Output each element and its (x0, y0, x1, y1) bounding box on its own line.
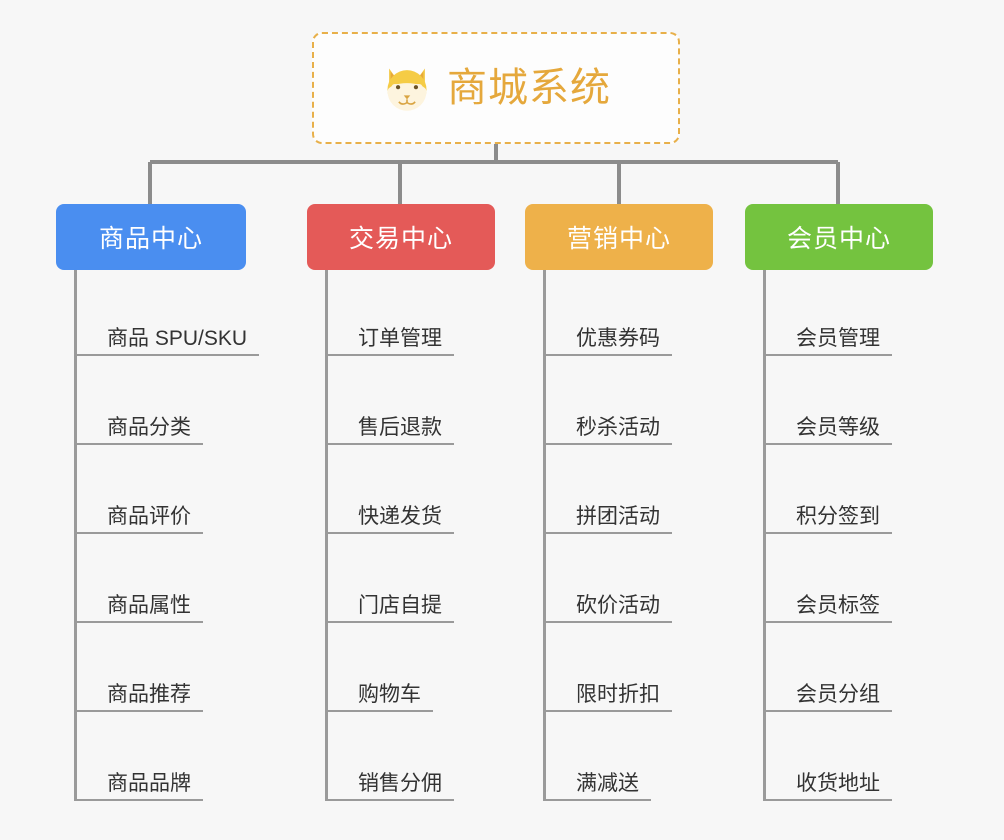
leaf-item-label: 积分签到 (796, 504, 880, 528)
category-header-1[interactable]: 交易中心 (307, 204, 495, 270)
leaf-item-underline (766, 621, 892, 623)
leaf-item-underline (77, 799, 203, 801)
leaf-list: 会员管理会员等级积分签到会员标签会员分组收货地址 (763, 270, 935, 801)
leaf-item[interactable]: 限时折扣 (546, 623, 715, 712)
leaf-item[interactable]: 商品分类 (77, 356, 246, 445)
root-node[interactable]: 商城系统 (312, 32, 680, 144)
leaf-item-label: 门店自提 (358, 593, 442, 617)
leaf-item-underline (328, 621, 454, 623)
leaf-item-label: 商品分类 (107, 415, 191, 439)
leaf-item[interactable]: 积分签到 (766, 445, 935, 534)
leaf-item[interactable]: 快递发货 (328, 445, 497, 534)
leaf-item-label: 砍价活动 (576, 593, 660, 617)
leaf-item-underline (766, 799, 892, 801)
leaf-item-underline (546, 532, 672, 534)
leaf-item-underline (328, 532, 454, 534)
leaf-item[interactable]: 订单管理 (328, 270, 497, 356)
leaf-item[interactable]: 购物车 (328, 623, 497, 712)
leaf-item[interactable]: 砍价活动 (546, 534, 715, 623)
leaf-item-label: 优惠券码 (576, 326, 660, 350)
leaf-item[interactable]: 商品推荐 (77, 623, 246, 712)
leaf-item-label: 商品 SPU/SKU (107, 326, 248, 350)
leaf-item[interactable]: 销售分佣 (328, 712, 497, 801)
category-column: 交易中心订单管理售后退款快递发货门店自提购物车销售分佣 (307, 204, 497, 801)
leaf-item-underline (546, 443, 672, 445)
shiba-dog-icon (387, 68, 427, 111)
page-title: 商城系统 (447, 66, 611, 110)
leaf-item-label: 秒杀活动 (576, 415, 660, 439)
leaf-item-label: 会员标签 (796, 593, 880, 617)
leaf-item[interactable]: 售后退款 (328, 356, 497, 445)
leaf-item[interactable]: 会员分组 (766, 623, 935, 712)
leaf-item[interactable]: 商品品牌 (77, 712, 246, 801)
category-column: 营销中心优惠券码秒杀活动拼团活动砍价活动限时折扣满减送 (525, 204, 715, 801)
leaf-item[interactable]: 会员标签 (766, 534, 935, 623)
leaf-item-label: 会员分组 (796, 682, 880, 706)
leaf-item-underline (328, 443, 454, 445)
leaf-item-label: 收货地址 (796, 771, 880, 795)
leaf-item[interactable]: 收货地址 (766, 712, 935, 801)
leaf-item[interactable]: 优惠券码 (546, 270, 715, 356)
leaf-item-label: 商品品牌 (107, 771, 191, 795)
leaf-item-underline (77, 443, 203, 445)
leaf-item-underline (328, 799, 454, 801)
leaf-item[interactable]: 商品评价 (77, 445, 246, 534)
leaf-item-label: 商品推荐 (107, 682, 191, 706)
leaf-item-label: 快递发货 (358, 504, 442, 528)
leaf-item[interactable]: 会员等级 (766, 356, 935, 445)
category-label: 商品中心 (98, 225, 203, 253)
leaf-list: 优惠券码秒杀活动拼团活动砍价活动限时折扣满减送 (543, 270, 715, 801)
leaf-item-underline (77, 621, 203, 623)
leaf-item-underline (766, 443, 892, 445)
category-header-3[interactable]: 会员中心 (745, 204, 933, 270)
leaf-item-label: 销售分佣 (358, 771, 442, 795)
leaf-item-label: 拼团活动 (576, 504, 660, 528)
leaf-item-label: 商品评价 (107, 504, 191, 528)
leaf-list: 商品 SPU/SKU 商品分类商品评价商品属性商品推荐商品品牌 (74, 270, 259, 801)
leaf-item-underline (546, 354, 672, 356)
leaf-item-label: 会员管理 (796, 326, 880, 350)
leaf-item-underline (328, 710, 433, 712)
category-header-0[interactable]: 商品中心 (56, 204, 246, 270)
leaf-item-underline (77, 710, 203, 712)
leaf-item[interactable]: 满减送 (546, 712, 715, 801)
leaf-item-underline (546, 799, 651, 801)
category-label: 营销中心 (566, 225, 671, 253)
leaf-item[interactable]: 秒杀活动 (546, 356, 715, 445)
leaf-item[interactable]: 门店自提 (328, 534, 497, 623)
leaf-item-underline (328, 354, 454, 356)
category-column: 会员中心会员管理会员等级积分签到会员标签会员分组收货地址 (745, 204, 935, 801)
leaf-item-label: 商品属性 (107, 593, 191, 617)
leaf-item-underline (766, 354, 892, 356)
category-column: 商品中心商品 SPU/SKU 商品分类商品评价商品属性商品推荐商品品牌 (56, 204, 259, 801)
leaf-item-underline (546, 621, 672, 623)
leaf-item-underline (766, 710, 892, 712)
leaf-item-label: 限时折扣 (576, 682, 660, 706)
leaf-item-underline (546, 710, 672, 712)
leaf-item-label: 购物车 (358, 682, 421, 706)
category-label: 交易中心 (348, 225, 453, 253)
leaf-item-label: 售后退款 (358, 415, 442, 439)
leaf-item-label: 会员等级 (796, 415, 880, 439)
category-label: 会员中心 (786, 225, 891, 253)
leaf-item[interactable]: 商品属性 (77, 534, 246, 623)
leaf-item-label: 订单管理 (358, 326, 442, 350)
leaf-item-underline (77, 354, 259, 356)
leaf-item-underline (77, 532, 203, 534)
category-header-2[interactable]: 营销中心 (525, 204, 713, 270)
leaf-list: 订单管理售后退款快递发货门店自提购物车销售分佣 (325, 270, 497, 801)
leaf-item-underline (766, 532, 892, 534)
leaf-item[interactable]: 拼团活动 (546, 445, 715, 534)
leaf-item[interactable]: 商品 SPU/SKU (77, 270, 259, 356)
leaf-item-label: 满减送 (576, 771, 639, 795)
leaf-item[interactable]: 会员管理 (766, 270, 935, 356)
